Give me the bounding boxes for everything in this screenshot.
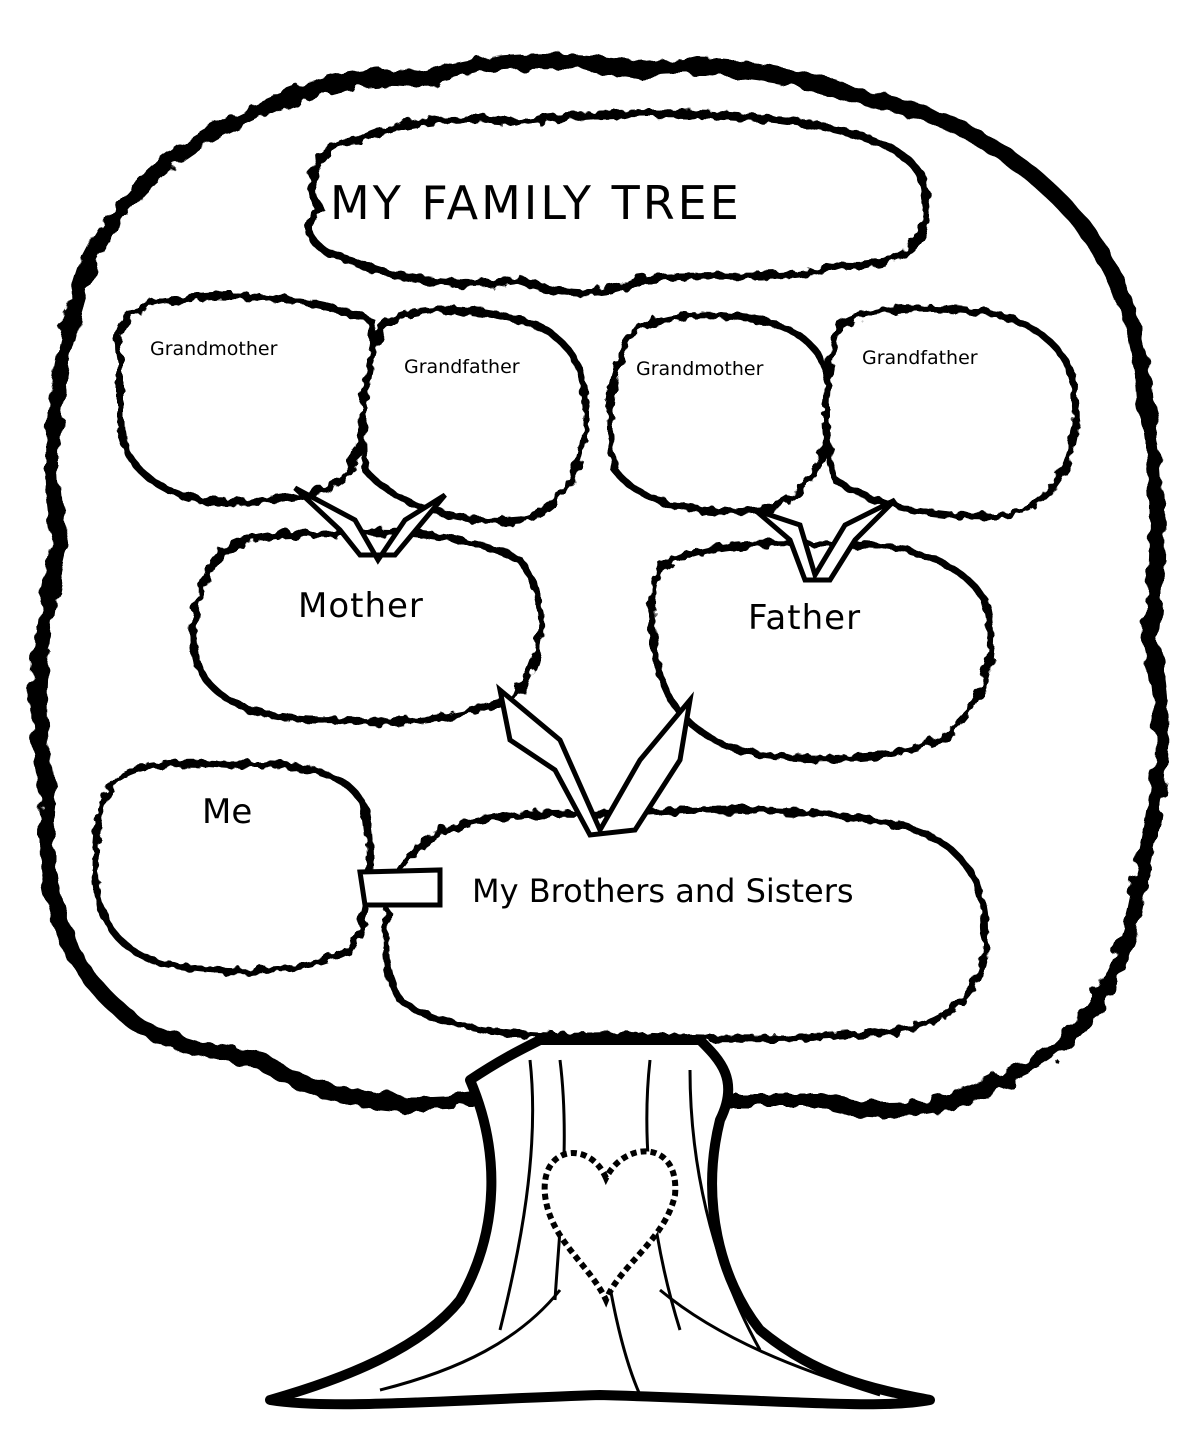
maternal-grandmother-label: Grandmother [150,338,278,360]
paternal-grandfather-label: Grandfather [862,347,978,369]
mother-label: Mother [298,586,424,626]
siblings-label: My Brothers and Sisters [472,872,854,910]
title-cloud [306,109,931,298]
tree-trunk [265,1035,935,1410]
me-label: Me [202,792,253,832]
heart-icon [541,1148,679,1308]
branches [293,485,897,908]
parent-clouds [190,528,995,763]
paternal-grandmother-label: Grandmother [636,358,764,380]
me-siblings-clouds [91,759,990,1042]
father-label: Father [748,598,862,638]
grandparent-clouds [114,292,1080,525]
maternal-grandfather-label: Grandfather [404,356,520,378]
page-title: MY FAMILY TREE [330,176,742,230]
